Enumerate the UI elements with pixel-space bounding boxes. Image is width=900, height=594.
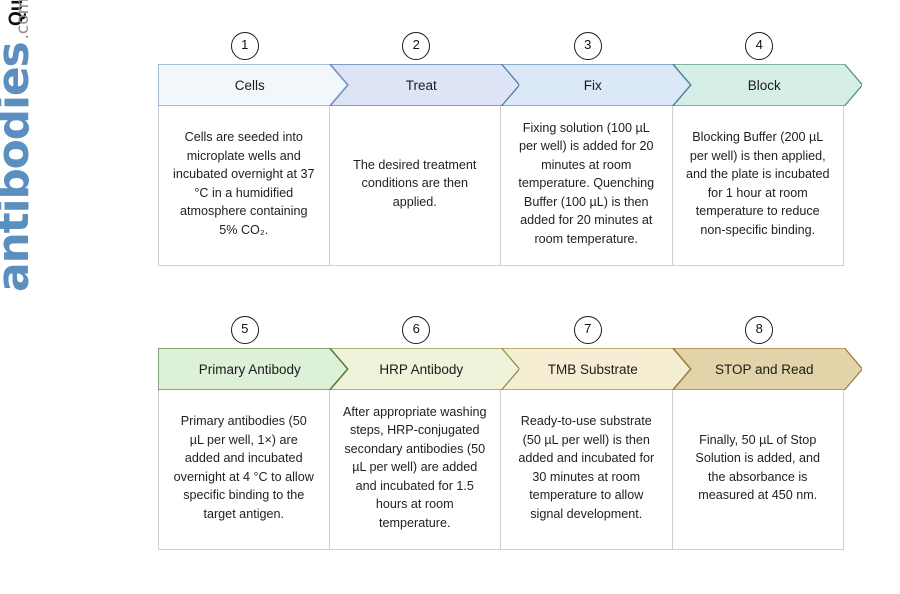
step-label-5: Primary Antibody <box>198 361 301 377</box>
step-description-text-3: Fixing solution (100 µL per well) is add… <box>518 120 655 246</box>
step-description-text-7: Ready-to-use substrate (50 µL per well) … <box>518 414 655 521</box>
left-rail: Cell Based ELISA Kits Quick Protocol ant… <box>0 0 150 594</box>
step-badges-row-1: 1 2 3 4 <box>158 32 844 64</box>
step-description-box-7: Ready-to-use substrate (50 µL per well) … <box>501 390 673 550</box>
step-number-badge-5: 5 <box>230 316 259 344</box>
step-description-text-4: Blocking Buffer (200 µL per well) is the… <box>685 130 830 237</box>
step-number-badge-6: 6 <box>402 316 431 344</box>
step-label-3: Fix <box>583 77 602 93</box>
step-description-text-6: After appropriate washing steps, HRP-con… <box>342 404 487 530</box>
brand-tld: .com <box>13 0 33 40</box>
step-description-box-5: Primary antibodies (50 µL per well, 1×) … <box>158 390 330 550</box>
step-description-box-1: Cells are seeded into microplate wells a… <box>158 106 330 266</box>
chevron-strip-row-1: Cells Treat Fix Block <box>158 64 862 106</box>
protocol-row-2: 5 6 7 8 Primary Antibody HRP Antibody TMB Sub… <box>158 316 862 550</box>
step-description-text-5: Primary antibodies (50 µL per well, 1×) … <box>173 414 314 521</box>
step-number-badge-1: 1 <box>230 32 259 60</box>
step-description-text-2: The desired treatment conditions are the… <box>353 157 477 209</box>
chevron-shape-3 <box>501 64 691 106</box>
step-description-box-8: Finally, 50 µL of Stop Solution is added… <box>672 390 844 550</box>
step-description-text-1: Cells are seeded into microplate wells a… <box>173 130 315 237</box>
chevron-strip-row-2: Primary Antibody HRP Antibody TMB Substrat… <box>158 348 862 390</box>
chevron-shape-2 <box>329 64 519 106</box>
step-number-badge-4: 4 <box>745 32 774 60</box>
step-description-box-4: Blocking Buffer (200 µL per well) is the… <box>672 106 844 266</box>
description-strip-row-1: Cells are seeded into microplate wells a… <box>158 106 844 266</box>
step-chevron-7[interactable]: TMB Substrate <box>501 348 691 390</box>
step-description-box-3: Fixing solution (100 µL per well) is add… <box>501 106 673 266</box>
step-number-badge-7: 7 <box>573 316 602 344</box>
protocol-row-1: 1 2 3 4 Cells Treat Fix Block Cells are seeded… <box>158 32 862 266</box>
step-description-box-2: The desired treatment conditions are the… <box>329 106 501 266</box>
step-chevron-4[interactable]: Block <box>672 64 862 106</box>
chevron-shape-6 <box>329 348 519 390</box>
brand-logo: antibodies.com <box>0 0 39 292</box>
brand-name: antibodies <box>0 42 39 292</box>
step-label-7: TMB Substrate <box>547 361 638 377</box>
step-label-8: STOP and Read <box>714 361 814 377</box>
chevron-shape-1 <box>158 64 348 106</box>
chevron-shape-8 <box>672 348 862 390</box>
step-chevron-6[interactable]: HRP Antibody <box>329 348 519 390</box>
step-label-2: Treat <box>405 77 437 93</box>
step-number-badge-3: 3 <box>573 32 602 60</box>
chevron-shape-7 <box>501 348 691 390</box>
step-number-badge-2: 2 <box>402 32 431 60</box>
step-description-box-6: After appropriate washing steps, HRP-con… <box>329 390 501 550</box>
description-strip-row-2: Primary antibodies (50 µL per well, 1×) … <box>158 390 844 550</box>
step-chevron-8[interactable]: STOP and Read <box>672 348 862 390</box>
step-chevron-1[interactable]: Cells <box>158 64 348 106</box>
step-label-4: Block <box>747 77 781 93</box>
step-chevron-2[interactable]: Treat <box>329 64 519 106</box>
chevron-shape-5 <box>158 348 348 390</box>
step-label-1: Cells <box>234 77 265 93</box>
step-badges-row-2: 5 6 7 8 <box>158 316 844 348</box>
step-number-badge-8: 8 <box>745 316 774 344</box>
step-label-6: HRP Antibody <box>379 361 464 377</box>
step-chevron-3[interactable]: Fix <box>501 64 691 106</box>
step-description-text-8: Finally, 50 µL of Stop Solution is added… <box>695 432 821 503</box>
step-chevron-5[interactable]: Primary Antibody <box>158 348 348 390</box>
chevron-shape-4 <box>672 64 862 106</box>
